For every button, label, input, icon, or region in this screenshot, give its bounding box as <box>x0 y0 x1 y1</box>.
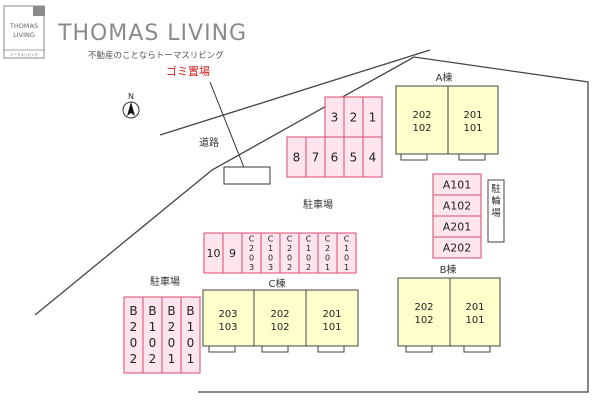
building-b: B棟 202 102 201 101 <box>397 263 501 353</box>
parking-slot-b101-box <box>180 296 201 374</box>
building-b-name: B棟 <box>440 263 457 276</box>
parking-slot-a101: A101 <box>443 178 472 191</box>
parking-slot-6: 6 <box>331 150 339 164</box>
bicycle-parking: 駐輪場 <box>487 179 505 243</box>
garbage-leader <box>209 81 246 171</box>
parking-slot-c101-box <box>336 232 357 274</box>
parking-slot-8: 8 <box>293 150 301 164</box>
logo-line1: THOMAS <box>9 22 38 30</box>
unit-c-103: 103 <box>218 322 237 333</box>
building-c-name: C棟 <box>269 277 286 290</box>
road-label: 道路 <box>199 136 219 149</box>
parking-slot-7: 7 <box>312 150 320 164</box>
parking-slot-a102: A102 <box>443 199 472 212</box>
bicycle-label: 駐輪場 <box>491 183 501 219</box>
parking-slot-a201: A201 <box>443 220 472 233</box>
parking-slot-a202-box <box>432 236 482 259</box>
parking-left-label: 駐車場 <box>150 275 180 288</box>
unit-b-102: 102 <box>414 315 433 326</box>
parking-slot-4: 4 <box>369 150 377 164</box>
parking-main-label: 駐車場 <box>303 198 333 211</box>
parking-slot-3: 3 <box>331 110 339 124</box>
building-a-name: A棟 <box>436 71 453 84</box>
brand-tagline: 不動産のことならトーマスリビング <box>88 50 224 61</box>
logo: THOMAS LIVING トーマスリビング <box>3 5 45 59</box>
unit-c-202: 202 <box>270 309 289 320</box>
parking-slot-1: 1 <box>369 110 377 124</box>
building-a: A棟 202 102 201 101 <box>395 71 499 161</box>
compass-icon: N <box>122 92 140 119</box>
brand-name: THOMAS LIVING <box>57 21 247 46</box>
parking-slot-2: 2 <box>350 110 358 124</box>
garbage-label: ゴミ置場 <box>166 64 210 78</box>
unit-b-101: 101 <box>465 315 484 326</box>
unit-b-202: 202 <box>414 302 433 313</box>
parking-slot-4-box <box>362 136 383 178</box>
unit-a-101: 101 <box>463 123 482 134</box>
unit-c-101: 101 <box>322 322 341 333</box>
parking-slot-5: 5 <box>350 150 358 164</box>
unit-c-203: 203 <box>218 309 237 320</box>
unit-c-102: 102 <box>270 322 289 333</box>
site-outline <box>34 49 589 393</box>
parking-slot-a202: A202 <box>443 241 472 254</box>
unit-a-102: 102 <box>412 123 431 134</box>
logo-small: トーマスリビング <box>10 52 38 57</box>
compass-north: N <box>128 92 134 101</box>
unit-a-201: 201 <box>463 110 482 121</box>
garbage-area <box>223 166 271 185</box>
unit-a-202: 202 <box>412 110 431 121</box>
logo-line2: LIVING <box>13 31 35 39</box>
building-c: C棟 203 103 202 102 201 101 <box>202 277 359 353</box>
parking-slot-10: 10 <box>207 247 221 260</box>
parking-slot-9: 9 <box>229 247 236 260</box>
unit-c-201: 201 <box>322 309 341 320</box>
unit-b-201: 201 <box>465 302 484 313</box>
